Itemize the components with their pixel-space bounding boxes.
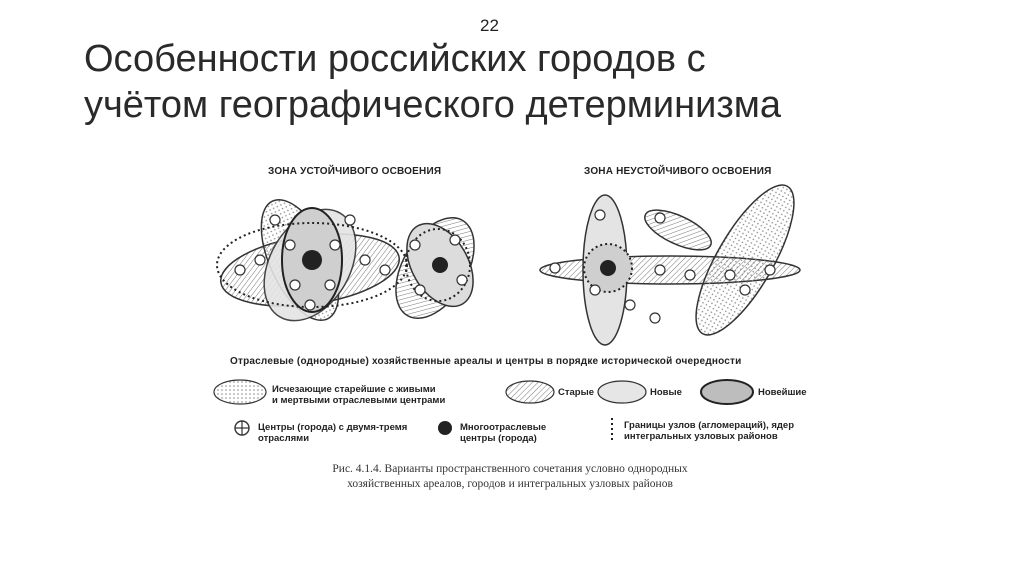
legend-multi-text: Многоотраслевые центры (города) bbox=[460, 422, 547, 444]
slide-number: 22 bbox=[480, 16, 499, 35]
legend-borders-text: Границы узлов (агломераций), ядер интегр… bbox=[624, 420, 795, 442]
zone-unstable-label: ЗОНА НЕУСТОЙЧИВОГО ОСВОЕНИЯ bbox=[584, 166, 772, 177]
legend-old-swatch bbox=[505, 380, 555, 404]
legend-old-text: Старые bbox=[558, 387, 594, 398]
legend-newest-text: Новейшие bbox=[758, 387, 807, 398]
legend-newest-swatch bbox=[700, 379, 754, 405]
legend-dying-text: Исчезающие старейшие с живыми и мертвыми… bbox=[272, 384, 446, 406]
node-border bbox=[405, 228, 471, 302]
stable-zone-cluster bbox=[216, 198, 475, 322]
figure-caption: Рис. 4.1.4. Варианты пространственного с… bbox=[332, 463, 688, 490]
legend-new-swatch bbox=[597, 380, 647, 404]
legend-symbols bbox=[213, 379, 754, 442]
legend-multi-swatch bbox=[438, 421, 452, 435]
zone-stable-label: ЗОНА УСТОЙЧИВОГО ОСВОЕНИЯ bbox=[268, 166, 442, 177]
slide-title: Особенности российских городов с учётом … bbox=[84, 36, 984, 128]
slide-title-line2: учётом географического детерминизма bbox=[84, 84, 782, 126]
slide-title-line1: Особенности российских городов с bbox=[84, 38, 706, 80]
multi-center bbox=[600, 260, 616, 276]
diagram-svg bbox=[213, 184, 801, 442]
legend-centers-text: Центры (города) с двумя-тремя отраслями bbox=[258, 422, 408, 444]
multi-center bbox=[302, 250, 322, 270]
legend-new-text: Новые bbox=[650, 387, 682, 398]
diagram-figure: ЗОНА УСТОЙЧИВОГО ОСВОЕНИЯ ЗОНА НЕУСТОЙЧИ… bbox=[200, 160, 820, 500]
legend-dying-swatch bbox=[213, 379, 267, 405]
area-ellipse bbox=[644, 209, 712, 251]
legend-heading: Отраслевые (однородные) хозяйственные ар… bbox=[230, 356, 742, 367]
multi-center bbox=[432, 257, 448, 273]
unstable-zone-cluster bbox=[539, 184, 801, 346]
